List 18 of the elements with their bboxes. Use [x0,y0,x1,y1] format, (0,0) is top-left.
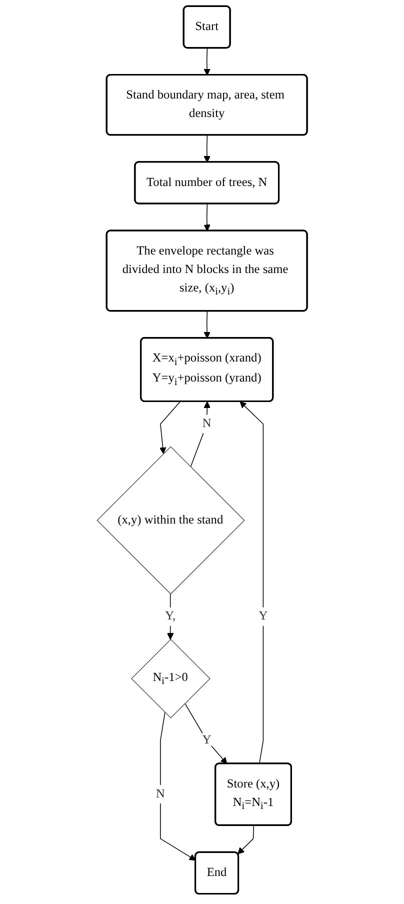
arrow [237,825,254,854]
edge-label: N [202,417,212,430]
arrow [204,134,210,163]
node-diamond: (x,y) within the stand [96,446,245,594]
edge-label: Y [258,610,268,623]
node-diamond: N$_{i}$-1>0 [130,638,210,718]
arrow [204,310,210,338]
arrow [166,594,174,640]
arrow [160,712,196,861]
edge-label: Y [202,734,212,747]
edge-label: Y, [165,610,176,623]
arrow [159,401,180,454]
arrow [204,204,210,232]
arrow [240,401,264,764]
arrow [184,702,228,764]
edge-label: N [156,787,165,800]
arrow [190,401,210,468]
arrow [204,48,210,76]
